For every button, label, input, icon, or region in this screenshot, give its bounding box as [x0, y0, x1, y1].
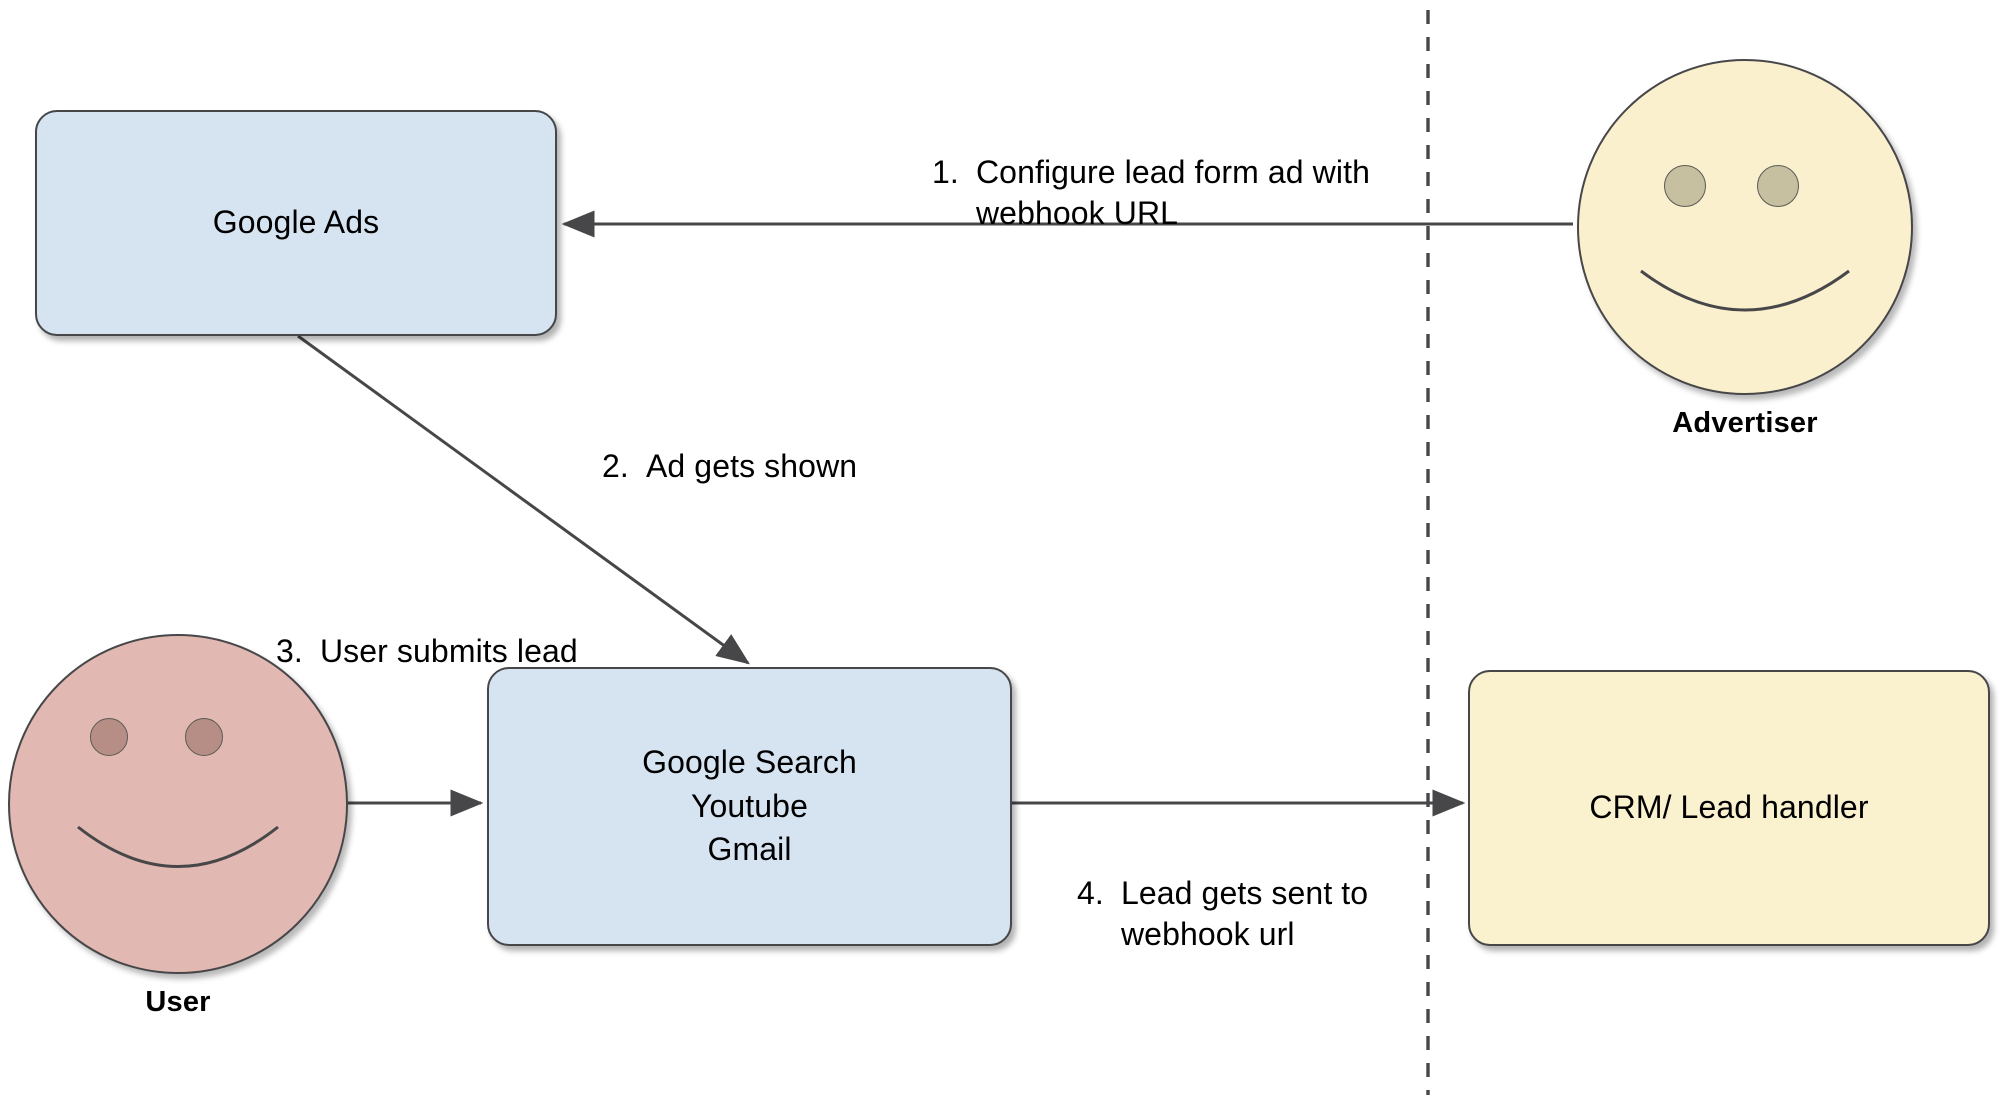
advertiser-left-eye-icon [1664, 165, 1706, 207]
actor-advertiser-label: Advertiser [1672, 407, 1818, 439]
edge-label-step-4-text: Lead gets sent to webhook url [1120, 874, 1369, 953]
edge-label-step-4-number: 4. [1076, 874, 1104, 911]
actor-user[interactable]: User [8, 634, 348, 1032]
edge-label-step-2: 2. Ad gets shown [566, 404, 857, 529]
node-crm-lead-handler-label: CRM/ Lead handler [1589, 789, 1869, 826]
advertiser-face-icon [1577, 59, 1913, 395]
edge-label-step-3: 3. User submits lead [240, 589, 578, 714]
edge-label-step-3-number: 3. [275, 632, 303, 669]
user-face-icon [8, 634, 348, 974]
edge-label-step-1-text: Configure lead form ad with webhook URL [975, 153, 1370, 232]
user-left-eye-icon [90, 718, 128, 756]
user-right-eye-icon [185, 718, 223, 756]
actor-user-label: User [145, 986, 211, 1018]
edge-label-step-4: 4. Lead gets sent to webhook url [1041, 831, 1368, 997]
node-google-ads-label: Google Ads [212, 204, 380, 241]
edge-label-step-2-text: Ad gets shown [645, 447, 858, 484]
edge-label-step-1: 1. Configure lead form ad with webhook UR… [896, 110, 1370, 276]
node-google-ads[interactable]: Google Ads [35, 110, 557, 336]
actor-advertiser[interactable]: Advertiser [1577, 59, 1913, 449]
edge-label-step-3-text: User submits lead [319, 632, 578, 669]
edge-label-step-2-number: 2. [601, 447, 629, 484]
node-google-services[interactable]: Google Search Youtube Gmail [487, 667, 1012, 946]
advertiser-right-eye-icon [1757, 165, 1799, 207]
node-crm-lead-handler[interactable]: CRM/ Lead handler [1468, 670, 1990, 946]
node-google-services-label: Google Search Youtube Gmail [642, 744, 857, 868]
edge-label-step-1-number: 1. [931, 153, 959, 190]
